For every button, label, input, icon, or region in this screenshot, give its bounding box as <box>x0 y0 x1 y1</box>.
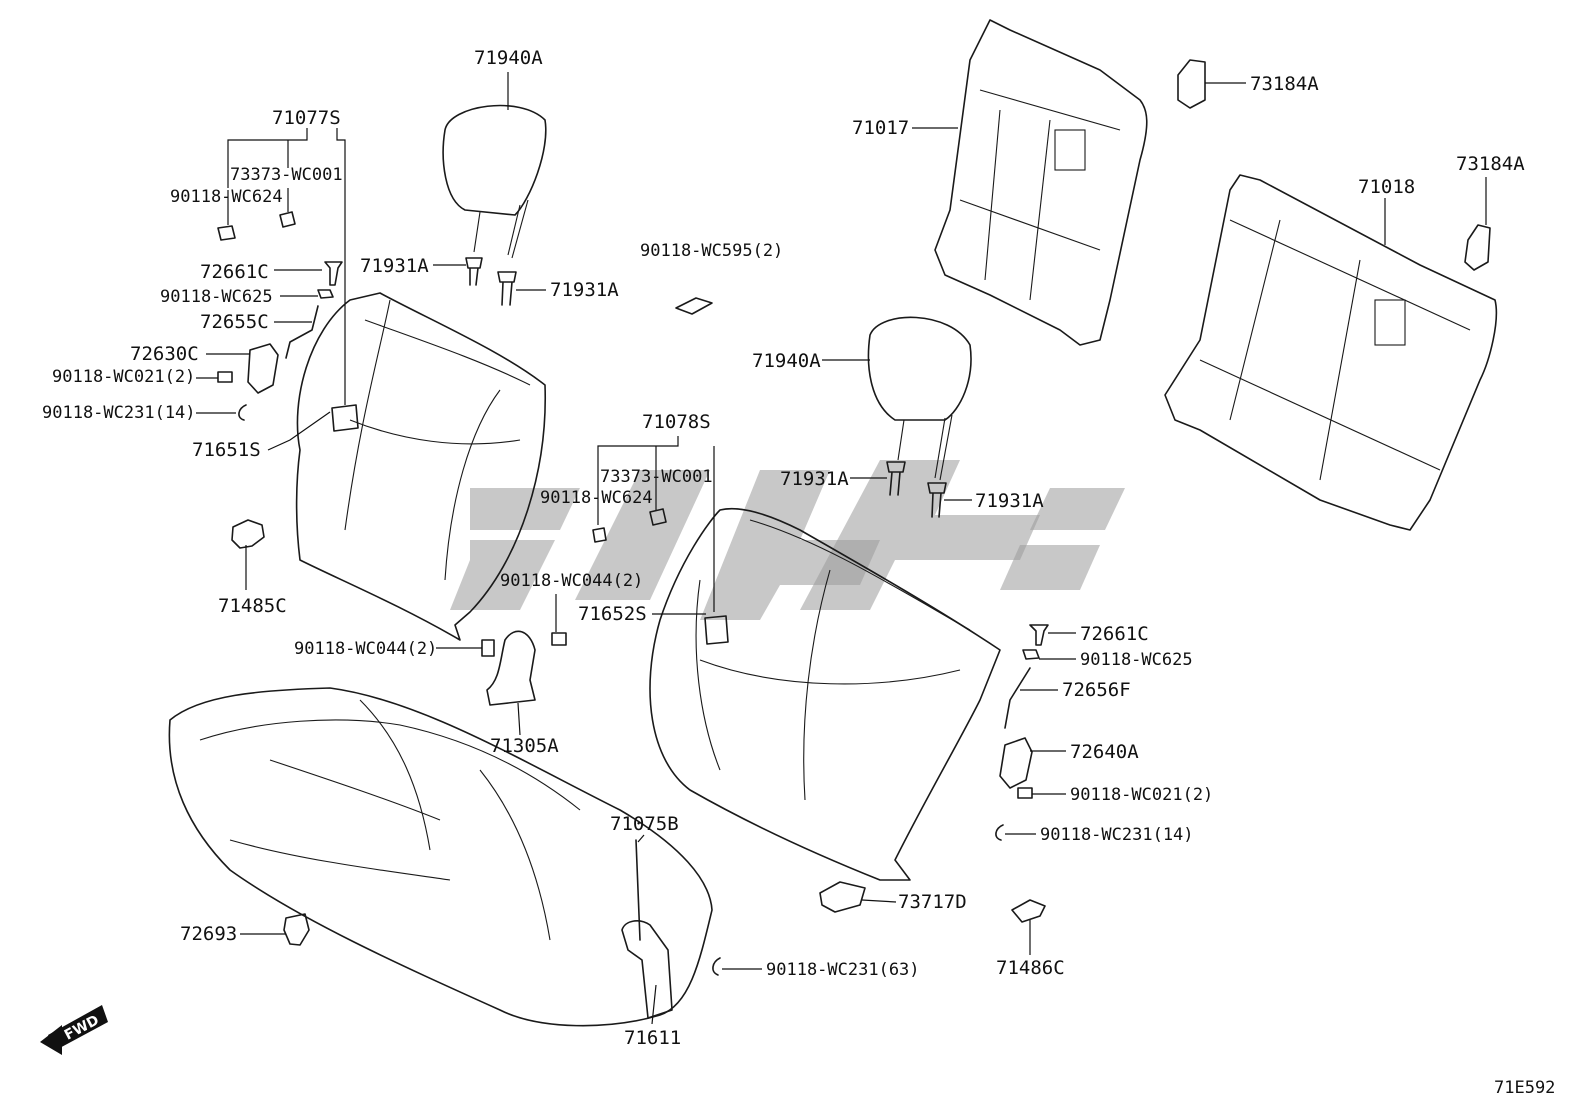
hog-ring-left <box>238 404 247 421</box>
hog-ring-90118-wc231-63 <box>712 957 721 976</box>
right-headrest <box>867 316 972 481</box>
label-71931A-3: 71931A <box>780 468 849 490</box>
right-seatback-cover <box>649 507 1001 881</box>
label-90118-wc625-left: 90118-WC625 <box>160 287 273 307</box>
label-71018: 71018 <box>1358 176 1415 198</box>
label-71485C: 71485C <box>218 595 287 617</box>
clip-90118-wc625-left <box>317 289 334 299</box>
label-71017: 71017 <box>852 117 909 139</box>
lock-cover-73184A-2 <box>1464 224 1491 271</box>
diagram-id: 71E592 <box>1494 1078 1555 1098</box>
hinge-71305A <box>486 630 536 706</box>
label-71078S: 71078S <box>642 411 711 433</box>
cover-73717D <box>819 881 866 913</box>
label-90118-wc044-b: 90118-WC044(2) <box>294 639 437 659</box>
bolt-90118-wc044-a <box>551 632 567 646</box>
bolt-90118-wc044-b <box>481 639 495 657</box>
label-90118-wc044-a: 90118-WC044(2) <box>500 571 643 591</box>
label-71940A-left: 71940A <box>474 47 543 69</box>
label-71077S: 71077S <box>272 107 341 129</box>
cap-71485C <box>231 519 265 549</box>
lock-72640A <box>999 737 1033 789</box>
knob-72661C-right <box>1029 624 1049 646</box>
label-90118-wc624-mid: 90118-WC624 <box>540 488 653 508</box>
label-72655C: 72655C <box>200 311 269 333</box>
hog-ring-right <box>995 824 1004 841</box>
left-headrest-guide-2 <box>497 271 517 306</box>
plate-71652S <box>704 615 729 645</box>
pin-90118-wc624-mid <box>592 527 607 543</box>
left-seatback-cover <box>295 292 547 641</box>
fwd-arrow: FWD <box>40 1005 108 1055</box>
bolt-90118-wc021-left <box>217 371 233 383</box>
leader-lines <box>196 72 1487 1025</box>
label-90118-wc021-right: 90118-WC021(2) <box>1070 785 1213 805</box>
pin-90118-wc624-left <box>217 225 236 241</box>
label-71611: 71611 <box>624 1027 681 1049</box>
clip-72693 <box>283 913 310 946</box>
sheet-90118-wc595 <box>675 297 713 315</box>
seatback-frame-71017 <box>934 19 1148 346</box>
label-71940A-right: 71940A <box>752 350 821 372</box>
label-73373-wc001-mid: 73373-WC001 <box>600 467 713 487</box>
label-90118-wc021-left: 90118-WC021(2) <box>52 367 195 387</box>
label-73717D: 73717D <box>898 891 967 913</box>
label-90118-wc231-left: 90118-WC231(14) <box>42 403 196 423</box>
label-90118-wc625-right: 90118-WC625 <box>1080 650 1193 670</box>
rod-72655C <box>285 305 319 359</box>
right-headrest-guide-1 <box>886 461 906 496</box>
plate-71651S <box>331 404 359 432</box>
label-72630C: 72630C <box>130 343 199 365</box>
clip-73373-left <box>279 211 296 228</box>
label-71486C: 71486C <box>996 957 1065 979</box>
pad-71611 <box>621 920 673 1019</box>
lock-cover-73184A-1 <box>1177 59 1206 109</box>
part-labels: 71940A 71077S 73373-WC001 90118-WC624 72… <box>42 47 1555 1098</box>
label-90118-wc231-63: 90118-WC231(63) <box>766 960 920 980</box>
label-72693: 72693 <box>180 923 237 945</box>
left-headrest <box>442 104 547 259</box>
clip-90118-wc625-right <box>1022 649 1040 660</box>
label-90118-wc231-right: 90118-WC231(14) <box>1040 825 1194 845</box>
bolt-90118-wc021-right <box>1017 787 1033 799</box>
label-73184A-2: 73184A <box>1456 153 1525 175</box>
label-73184A-1: 73184A <box>1250 73 1319 95</box>
seat-cushion <box>168 687 713 1027</box>
seatback-frame-71018 <box>1164 174 1498 531</box>
cap-71486C <box>1011 899 1046 923</box>
label-72656F: 72656F <box>1062 679 1131 701</box>
label-90118-wc595: 90118-WC595(2) <box>640 241 783 261</box>
clip-73373-mid <box>649 508 667 526</box>
label-71652S: 71652S <box>578 603 647 625</box>
label-90118-wc624-left: 90118-WC624 <box>170 187 283 207</box>
label-73373-wc001-left: 73373-WC001 <box>230 165 343 185</box>
label-71651S: 71651S <box>192 439 261 461</box>
lock-72630C <box>247 343 279 394</box>
label-71075B: 71075B <box>610 813 679 835</box>
left-headrest-guide-1 <box>465 257 483 286</box>
label-71305A: 71305A <box>490 735 559 757</box>
label-71931A-4: 71931A <box>975 490 1044 512</box>
label-71931A-1: 71931A <box>360 255 429 277</box>
label-72661C-right: 72661C <box>1080 623 1149 645</box>
right-headrest-guide-2 <box>927 482 947 518</box>
watermark-logo <box>450 460 1125 620</box>
knob-72661C-left <box>324 261 343 286</box>
label-71931A-2: 71931A <box>550 279 619 301</box>
label-72640A: 72640A <box>1070 741 1139 763</box>
cushion-frame-71075B <box>635 839 641 941</box>
rod-72656F <box>1004 667 1031 729</box>
label-72661C-left: 72661C <box>200 261 269 283</box>
